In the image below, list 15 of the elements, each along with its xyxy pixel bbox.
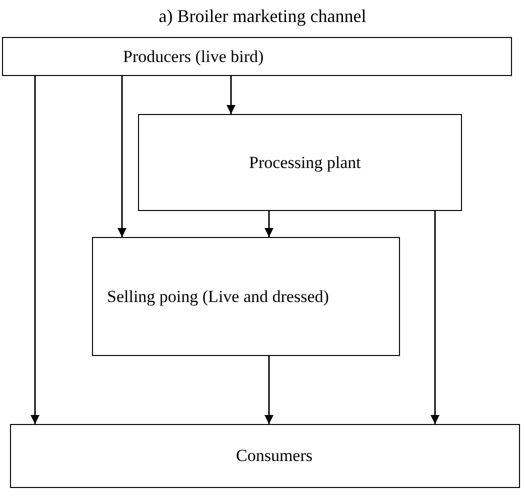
process-box [92,237,400,356]
process-box [2,37,512,76]
arrow [30,76,40,424]
node-label: Processing plant [249,152,361,172]
node-label: Consumers [236,446,312,466]
arrow [264,356,274,424]
diagram-title: a) Broiler marketing channel [158,6,368,27]
arrow [430,211,440,424]
arrow [226,76,236,114]
arrow [118,76,126,237]
process-box [10,424,520,488]
node-label: Producers (live bird) [123,46,264,66]
process-box [138,114,462,211]
arrow [264,211,274,237]
node-label: Selling poing (Live and dressed) [107,286,329,306]
